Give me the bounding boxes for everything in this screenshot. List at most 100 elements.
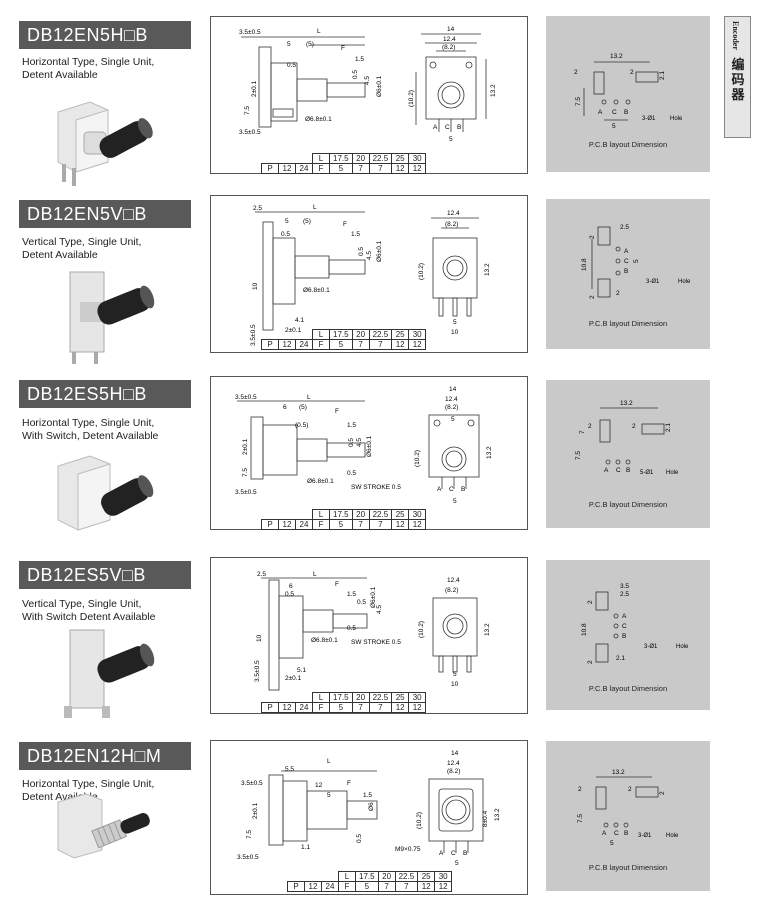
dim-label: (8.2) <box>445 221 458 228</box>
table-cell: 17.5 <box>329 509 353 520</box>
dim-label: 12.4 <box>447 210 460 217</box>
dim-label: Ø6.8±0.1 <box>307 478 334 485</box>
table-cell: 22.5 <box>368 509 393 520</box>
dimension-labels: 5.5 L 3.5±0.5 12 F 5 1.5 2±0.1 7.5 0.5 M… <box>237 750 501 867</box>
dim-label: 2±0.1 <box>285 327 302 334</box>
dim-label: 2 <box>574 69 578 76</box>
table-cell: 7 <box>351 702 370 713</box>
pcb-labels: 13.2 2 2 2 7.5 A C B 5 3-Ø1 Hole <box>577 769 679 847</box>
dim-label: (8.2) <box>445 587 458 594</box>
dim-label: B <box>624 830 628 837</box>
dim-label: 3-Ø1 <box>642 116 656 122</box>
dim-label: 5 <box>449 136 453 143</box>
table-cell: 12 <box>278 163 296 174</box>
dim-label: 0.5 <box>347 625 356 632</box>
dim-label: SW STROKE 0.5 <box>351 639 401 646</box>
table-cell: 22.5 <box>394 871 419 882</box>
dim-label: 13.2 <box>484 263 491 276</box>
technical-drawing <box>268 770 484 853</box>
pcb-layout-panel: 2 2.5 10.8 A C B 5 3-Ø1 Hole 2 2 P.C.B l… <box>546 199 710 349</box>
dim-label: 5 <box>285 218 289 225</box>
dim-label: Hole <box>678 279 691 285</box>
dim-label: A <box>433 124 438 131</box>
pcb-labels: 3.5 2.5 2 10.8 A C B 3-Ø1 Hole 2 2.1 <box>581 583 689 664</box>
dim-label: B <box>461 486 465 493</box>
technical-drawing <box>237 400 480 489</box>
table-cell: 20 <box>351 329 370 340</box>
table-cell: 12 <box>408 163 427 174</box>
dim-label: A <box>598 109 603 116</box>
model-label: DB12ES5V□B <box>19 561 191 589</box>
dim-label: 3-Ø1 <box>644 644 658 650</box>
dim-label: 13.2 <box>620 400 633 407</box>
dim-label: 2 <box>630 69 634 76</box>
table-cell: 17.5 <box>355 871 379 882</box>
dim-label: B <box>624 109 628 116</box>
dim-label: 0.5 <box>287 62 296 69</box>
pcb-drawing <box>595 591 619 663</box>
pcb-caption: P.C.B layout Dimension <box>588 684 668 693</box>
drawing-box: 2.5 L 5 (5) 0.5 F 1.5 0.5 4.5 Ø6±0.1 10 … <box>210 195 528 353</box>
dim-label: 1.1 <box>301 844 310 851</box>
dim-label: L <box>313 571 317 578</box>
dim-label: 13.2 <box>612 769 625 776</box>
dim-label: 2.5 <box>257 571 266 578</box>
table-cell: L <box>312 509 330 520</box>
dim-label: F <box>343 221 347 228</box>
dim-label: 6 <box>289 583 293 590</box>
pcb-caption: P.C.B layout Dimension <box>588 140 668 149</box>
dim-label: M9×0.75 <box>395 846 421 853</box>
table-cell: 25 <box>417 871 436 882</box>
dim-label: 5 <box>453 319 457 326</box>
table-cell: 30 <box>408 692 427 703</box>
dim-label: F <box>341 45 345 52</box>
drawing-box: 3.5±0.5 L 5 (5) F 0.5 1.5 0.5 4.5 Ø6±0.1… <box>210 16 528 174</box>
desc-line: Horizontal Type, Single Unit, <box>22 778 155 790</box>
dimension-labels: 3.5±0.5 L 6 (5) (0.5) F 1.5 0.5 4.5 Ø6±0… <box>235 386 493 505</box>
dim-label: (5) <box>303 218 311 225</box>
table-cell: L <box>312 329 330 340</box>
dim-label: 3.5 <box>620 583 629 590</box>
dim-label: 0.5 <box>285 591 294 598</box>
dim-label: L <box>327 758 331 765</box>
dim-label: C <box>449 486 454 493</box>
table-cell: F <box>312 339 330 350</box>
dim-label: 3.5±0.5 <box>250 324 257 346</box>
table-cell: 12 <box>304 881 322 892</box>
dim-label: C <box>614 830 619 837</box>
table-cell: 12 <box>408 519 427 530</box>
dim-label: 3.5±0.5 <box>254 660 261 682</box>
dim-label: 3-Ø1 <box>638 833 652 839</box>
table-cell: 12 <box>408 339 427 350</box>
dim-label: 12.4 <box>447 760 460 767</box>
dim-label: 5 <box>610 840 614 847</box>
dim-label: 14 <box>449 386 457 393</box>
dim-label: 14 <box>447 26 455 33</box>
table-cell: 7 <box>351 163 370 174</box>
dim-label: 3.5±0.5 <box>239 129 261 136</box>
pcb-drawing <box>599 407 665 465</box>
side-tab-encoder: Encoder 编码器 <box>724 16 751 138</box>
model-description: Horizontal Type, Single Unit, With Switc… <box>22 417 202 443</box>
table-cell: 30 <box>408 329 427 340</box>
model-description: Vertical Type, Single Unit, With Switch … <box>22 598 202 624</box>
dim-label: 2±0.1 <box>285 675 302 682</box>
dim-label: F <box>335 581 339 588</box>
table-cell: 7 <box>377 881 396 892</box>
dim-label: 4.1 <box>295 317 304 324</box>
dim-label: C <box>451 850 456 857</box>
table-cell: 17.5 <box>329 153 353 164</box>
dim-label: (10.2) <box>408 90 415 107</box>
table-cell: 24 <box>295 339 313 350</box>
drawing-box: 3.5±0.5 L 6 (5) (0.5) F 1.5 0.5 4.5 Ø6±0… <box>210 376 528 530</box>
dim-label: 12.4 <box>443 36 456 43</box>
desc-line: Detent Available <box>22 249 98 261</box>
side-tab-cn: 编码器 <box>731 57 745 102</box>
dim-label: 10 <box>451 681 459 688</box>
drawing-box: 5.5 L 3.5±0.5 12 F 5 1.5 2±0.1 7.5 0.5 M… <box>210 740 528 895</box>
dim-label: 3-Ø1 <box>646 279 660 285</box>
dim-label: 7.5 <box>577 814 584 823</box>
drawing-box: 2.5 L 6 0.5 F 1.5 0.5 Ø6±0.1 4.5 10 Ø6.8… <box>210 557 528 714</box>
dim-label: (8.2) <box>442 44 455 51</box>
dim-label: 5 <box>453 671 457 678</box>
